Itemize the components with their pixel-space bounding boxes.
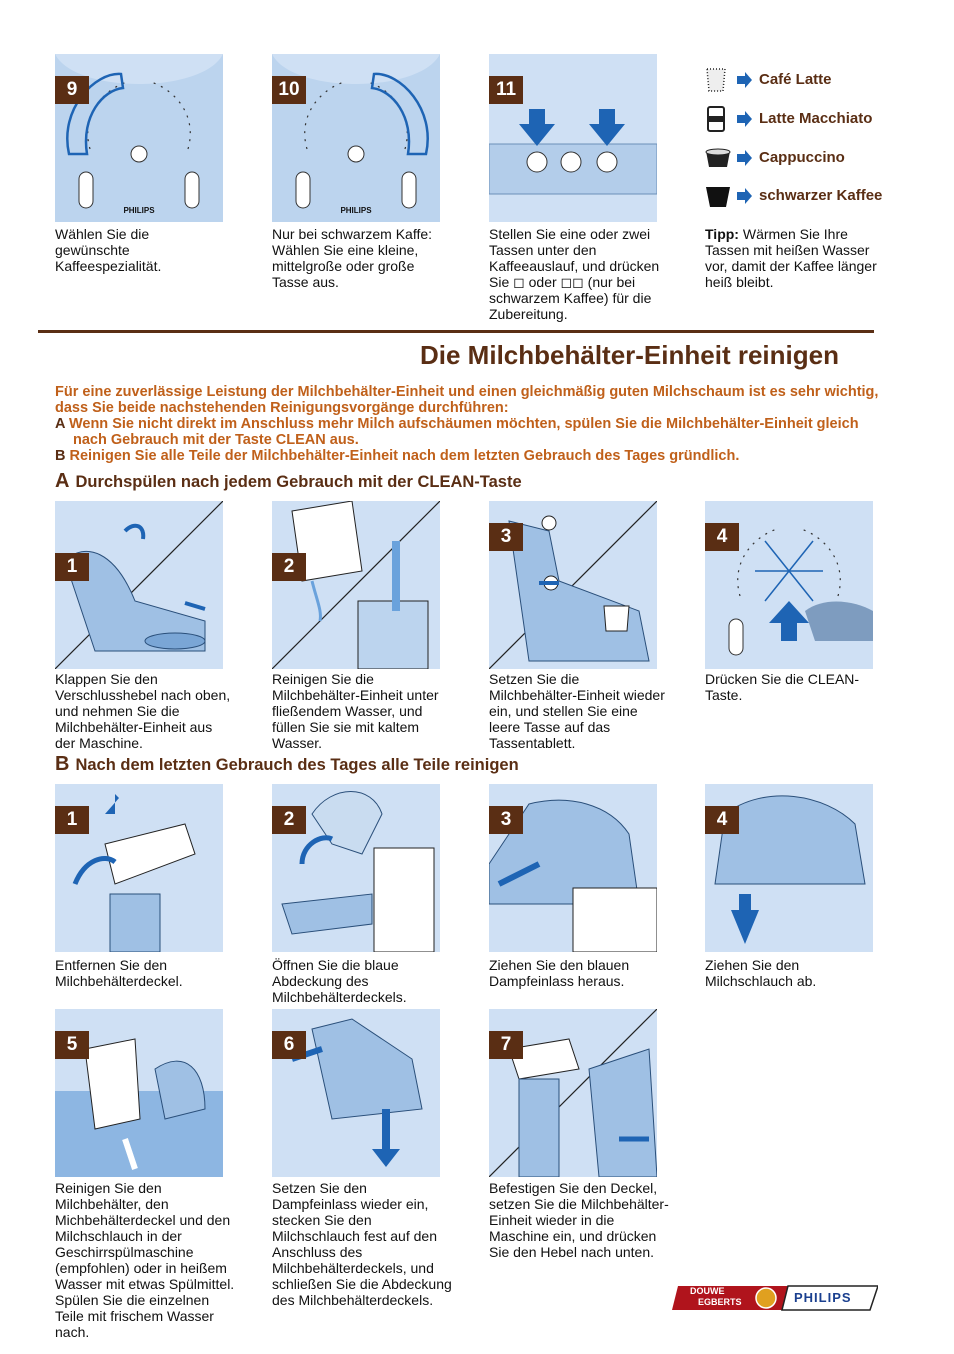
- step-number: 9: [55, 76, 89, 104]
- illustration-a-2: 2: [272, 501, 440, 669]
- intro-item-a: A Wenn Sie nicht direkt im Anschluss meh…: [55, 416, 885, 448]
- illustration-a-3: 3: [489, 501, 657, 669]
- b-step-2-caption: Öffnen Sie die blaue Abdeckung des Milch…: [272, 957, 407, 1005]
- illustration-a-4: 4: [705, 501, 873, 669]
- illustration-b-6: 6: [272, 1009, 440, 1177]
- step-number: 10: [272, 76, 306, 104]
- brand-philips: PHILIPS: [794, 1290, 852, 1305]
- step-number: 1: [55, 806, 89, 834]
- step-number: 1: [55, 553, 89, 581]
- illustration-step-11: 11: [489, 54, 657, 222]
- illustration-b-3: 3: [489, 784, 657, 952]
- tip-label: Tipp:: [705, 226, 739, 242]
- tip-body: Wärmen Sie Ihre Tassen mit heißen Wasser…: [705, 226, 877, 290]
- section-divider: [38, 330, 874, 333]
- b-step-4-caption: Ziehen Sie den Milchschlauch ab.: [705, 957, 817, 989]
- section-letter: B: [55, 753, 70, 775]
- section-b-heading: B Nach dem letzten Gebrauch des Tages all…: [55, 753, 519, 776]
- brand-egberts: EGBERTS: [698, 1297, 742, 1307]
- step-number: 5: [55, 1031, 89, 1059]
- step-9-caption: Wählen Sie die gewünschte Kaffeespeziali…: [55, 226, 162, 274]
- illustration-b-2: 2: [272, 784, 440, 952]
- intro-b-label: B: [55, 448, 66, 464]
- section-letter: A: [55, 470, 70, 492]
- intro-item-b: B Reinigen Sie alle Teile der Milchbehäl…: [55, 448, 885, 464]
- section-heading-text: Durchspülen nach jedem Gebrauch mit der …: [75, 473, 522, 491]
- step-number: 6: [272, 1031, 306, 1059]
- intro-b-text: Reinigen Sie alle Teile der Milchbehälte…: [65, 448, 740, 464]
- step-number: 3: [489, 806, 523, 834]
- step-number: 11: [489, 76, 523, 104]
- illustration-step-9: 9 PHILIPS: [55, 54, 223, 222]
- step-10-caption: Nur bei schwarzem Kaffe: Wählen Sie eine…: [272, 226, 433, 290]
- intro-a-label: A: [55, 416, 65, 432]
- brand-logo: DOUWE EGBERTS PHILIPS: [672, 1284, 878, 1312]
- tip-text: Tipp: Wärmen Sie Ihre Tassen mit heißen …: [705, 226, 885, 290]
- panel-brand: PHILIPS: [340, 206, 372, 215]
- a-step-1-caption: Klappen Sie den Verschlusshebel nach obe…: [55, 671, 231, 751]
- b-step-5-caption: Reinigen Sie den Milchbehälter, den Mich…: [55, 1180, 235, 1340]
- a-step-3-caption: Setzen Sie die Milchbehälter-Einheit wie…: [489, 671, 665, 751]
- b-step-6-caption: Setzen Sie den Dampfeinlass wieder ein, …: [272, 1180, 452, 1308]
- legend-label: Café Latte: [759, 71, 832, 88]
- illustration-b-4: 4: [705, 784, 873, 952]
- illustration-b-7: 7: [489, 1009, 657, 1177]
- page-title: Die Milchbehälter-Einheit reinigen: [420, 340, 839, 370]
- section-heading-text: Nach dem letzten Gebrauch des Tages alle…: [75, 756, 519, 774]
- illustration-step-10: 10 PHILIPS: [272, 54, 440, 222]
- brand-douwe: DOUWE: [690, 1286, 725, 1296]
- illustration-b-5: 5: [55, 1009, 223, 1177]
- step-number: 4: [705, 806, 739, 834]
- b-step-1-caption: Entfernen Sie den Milchbehälterdeckel.: [55, 957, 183, 989]
- b-step-7-caption: Befestigen Sie den Deckel, setzen Sie di…: [489, 1180, 669, 1260]
- intro-text: Für eine zuverlässige Leistung der Milch…: [55, 384, 885, 464]
- legend-label: schwarzer Kaffee: [759, 187, 883, 204]
- step-number: 2: [272, 553, 306, 581]
- a-step-4-caption: Drücken Sie die CLEAN-Taste.: [705, 671, 860, 703]
- step-number: 2: [272, 806, 306, 834]
- illustration-a-1: 1: [55, 501, 223, 669]
- legend-label: Latte Macchiato: [759, 110, 873, 127]
- legend-label: Cappuccino: [759, 149, 845, 166]
- step-number: 7: [489, 1031, 523, 1059]
- step-number: 3: [489, 523, 523, 551]
- panel-brand: PHILIPS: [123, 206, 155, 215]
- section-a-heading: A Durchspülen nach jedem Gebrauch mit der…: [55, 470, 522, 493]
- illustration-b-1: 1: [55, 784, 223, 952]
- b-step-3-caption: Ziehen Sie den blauen Dampfeinlass herau…: [489, 957, 630, 989]
- intro-paragraph: Für eine zuverlässige Leistung der Milch…: [55, 384, 879, 416]
- a-step-2-caption: Reinigen Sie die Milchbehälter-Einheit u…: [272, 671, 439, 751]
- step-11-caption: Stellen Sie eine oder zwei Tassen unter …: [489, 226, 660, 322]
- intro-a-text: Wenn Sie nicht direkt im Anschluss mehr …: [64, 416, 859, 448]
- step-number: 4: [705, 523, 739, 551]
